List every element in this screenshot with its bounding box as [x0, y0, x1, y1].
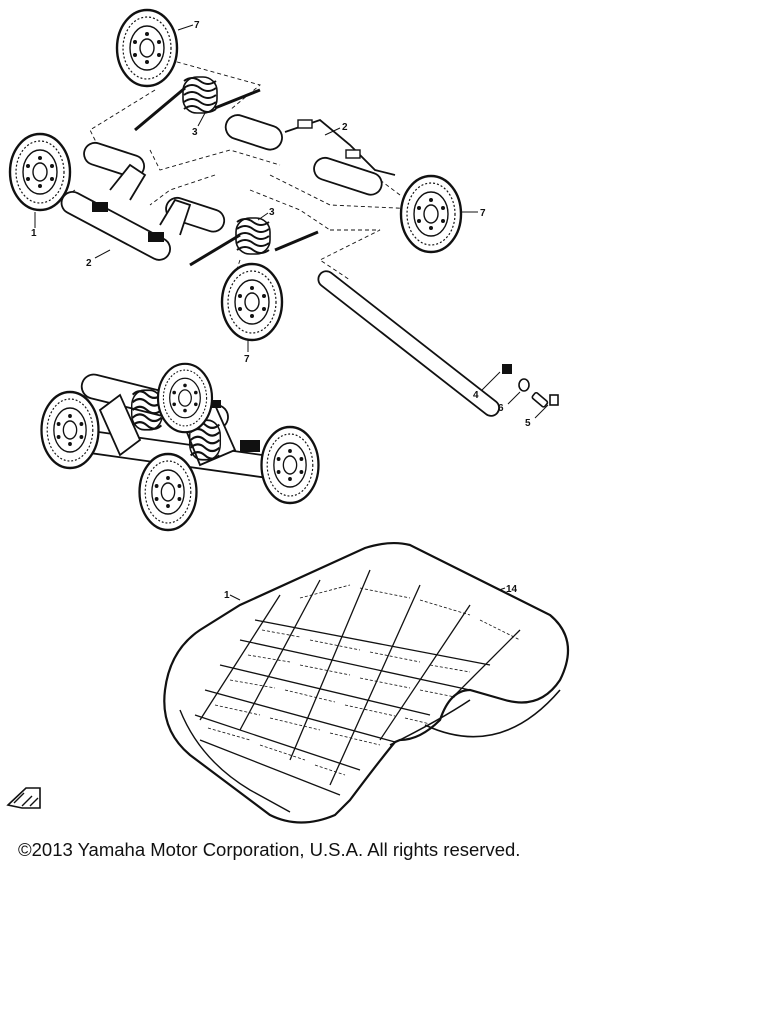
- part-label-wheel-bottom: 7: [244, 354, 250, 365]
- copyright-notice: ©2013 Yamaha Motor Corporation, U.S.A. A…: [18, 839, 521, 860]
- part-label-track: 1: [224, 590, 230, 601]
- part-label-spring-top: 3: [192, 127, 198, 138]
- washer: [518, 378, 530, 392]
- wheel-left: [8, 132, 72, 212]
- part-label-shaft: 4: [473, 390, 479, 401]
- part-label-wheel-left: 1: [31, 228, 37, 239]
- part-label-arm-left: 2: [86, 258, 92, 269]
- exploded-parts-diagram: 7 3 2 1 2 3 7 7 4 6 5: [6, 8, 570, 824]
- assembled-bogie: [40, 362, 320, 532]
- torsion-spring-top: [134, 76, 261, 132]
- wheel-bottom: [220, 262, 284, 342]
- bolt: [531, 392, 559, 408]
- part-label-washer: 6: [498, 403, 504, 414]
- wheel-top: [115, 8, 179, 88]
- part-label-wheel-top: 7: [194, 20, 200, 31]
- part-label-wheel-right: 7: [480, 208, 486, 219]
- part-label-arm-right: 2: [342, 122, 348, 133]
- swing-arm-top: [224, 114, 396, 196]
- wheel-right: [399, 174, 463, 254]
- track-shaft: [317, 270, 512, 417]
- part-label-track-clip: 14: [506, 584, 518, 595]
- part-label-spring-mid: 3: [269, 207, 275, 218]
- torsion-spring-middle: [189, 217, 319, 267]
- track-belt: [163, 541, 570, 824]
- publisher-logo-icon: [6, 787, 41, 809]
- part-label-bolt: 5: [525, 418, 531, 429]
